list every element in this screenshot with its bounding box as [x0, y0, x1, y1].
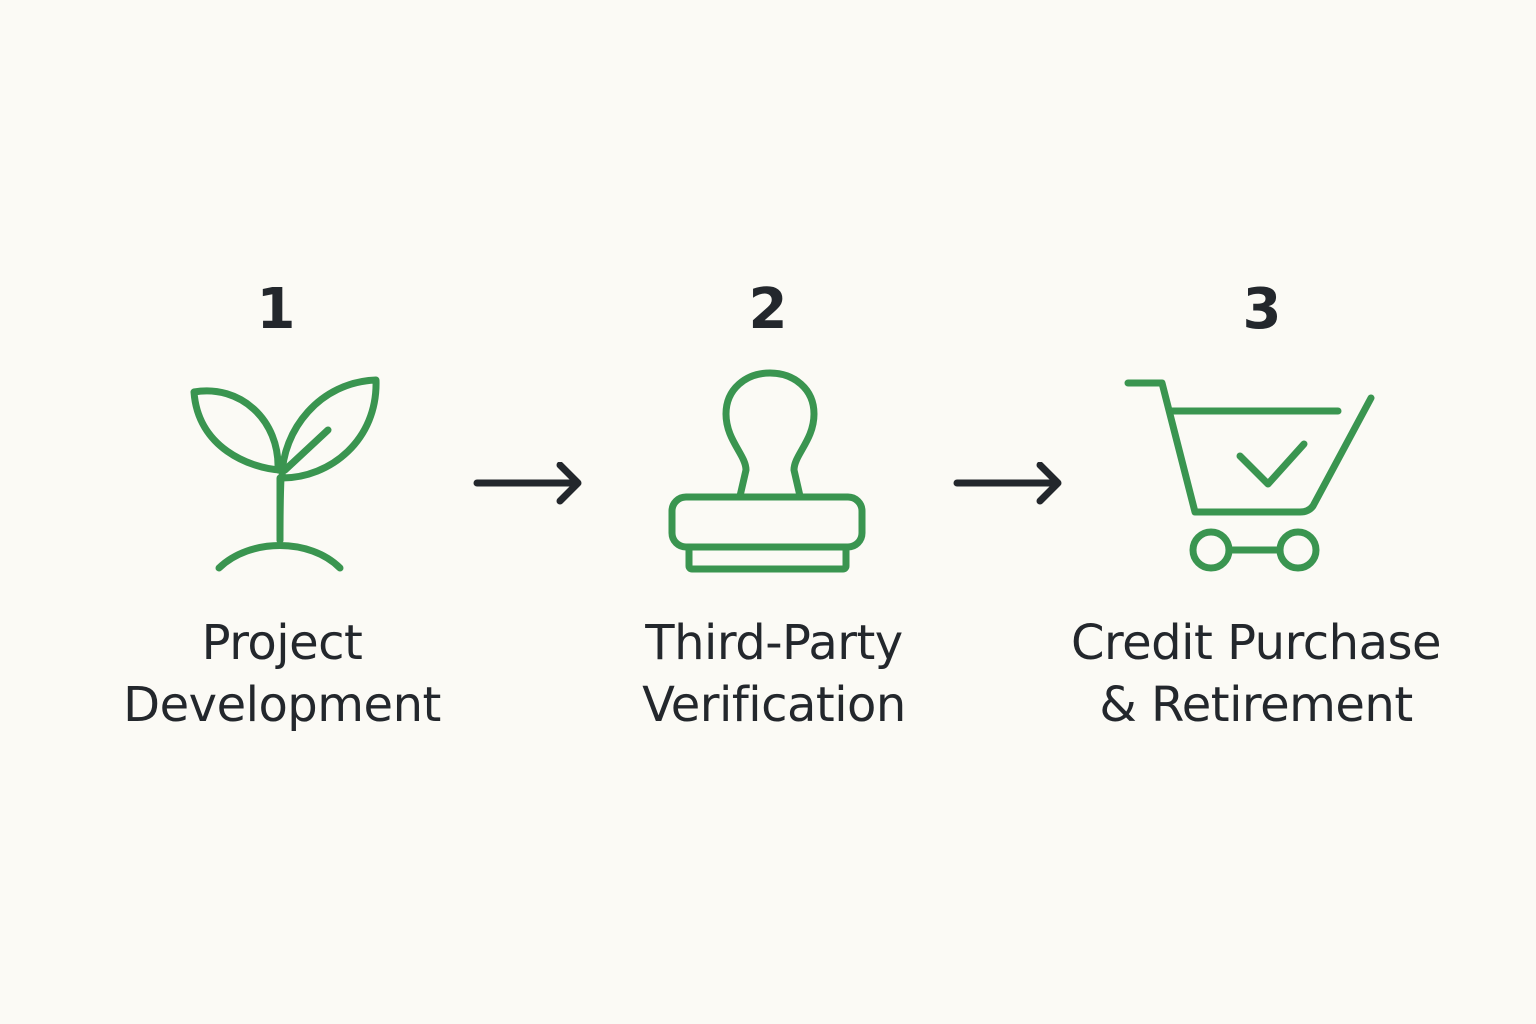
step-1-label: Project Development: [72, 612, 492, 736]
step-2-label: Third-Party Verification: [564, 612, 984, 736]
step-3-label-line-1: Credit Purchase: [1070, 615, 1442, 671]
step-1-number: 1: [256, 277, 296, 342]
step-1-label-line-2: Development: [123, 677, 441, 733]
rubber-stamp-icon: [668, 369, 866, 573]
arrow-right-icon: [953, 462, 1062, 505]
step-2-label-line-1: Third-Party: [645, 615, 903, 671]
arrow-right-icon: [473, 462, 582, 505]
sprout-icon: [190, 376, 380, 572]
step-2-label-line-2: Verification: [642, 677, 906, 733]
shopping-cart-check-icon: [1124, 379, 1375, 572]
step-2-number: 2: [748, 277, 788, 342]
step-3-number: 3: [1242, 277, 1282, 342]
step-1-label-line-1: Project: [201, 615, 363, 671]
step-3-label: Credit Purchase & Retirement: [1046, 612, 1466, 736]
step-3-label-line-2: & Retirement: [1099, 677, 1413, 733]
